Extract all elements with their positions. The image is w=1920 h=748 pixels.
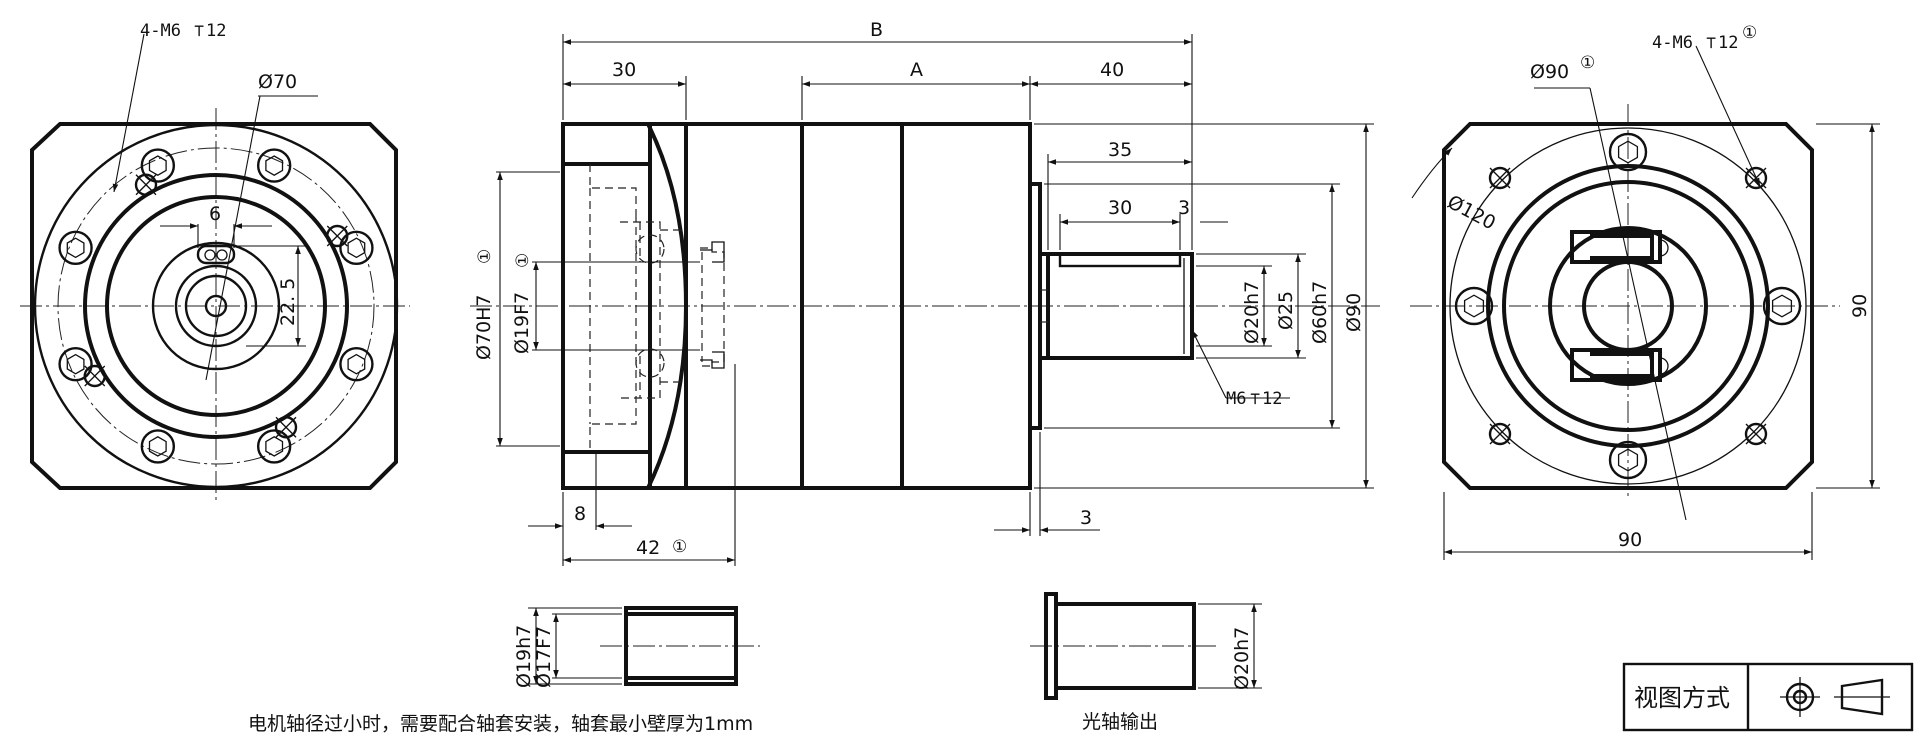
front-bolt-hole <box>339 230 374 266</box>
side-spigot-dia-label: Ø60h7 <box>1309 281 1331 344</box>
front-view-tapped-holes <box>83 173 349 439</box>
svg-text:①: ① <box>1742 23 1757 43</box>
sleeve-body <box>624 606 738 686</box>
rear-pcd-label: Ø90 <box>1530 61 1569 83</box>
rear-view-bore-ring <box>1548 226 1708 386</box>
sleeve-note: 电机轴径过小时，需要配合轴套安装，轴套最小壁厚为1mm <box>248 713 753 735</box>
svg-text:①: ① <box>475 249 495 264</box>
side-shaft-length-label: 40 <box>1100 59 1124 81</box>
side-view-hidden-lines <box>589 164 725 448</box>
rear-tapped-hole <box>1488 166 1512 190</box>
front-bolt-hole <box>140 429 176 464</box>
front-bolt-hole <box>256 148 292 183</box>
rear-bolt-hole <box>1762 286 1802 326</box>
front-view-spigot-outer <box>83 173 349 439</box>
rear-tapped-depth-label: 12 <box>1718 33 1738 53</box>
front-view-key <box>196 244 236 265</box>
front-bolt-hole <box>58 230 93 266</box>
rear-view-clamp-lower <box>1570 348 1662 382</box>
side-input-bore-label: Ø19F7 <box>511 292 533 354</box>
sleeve-detail: Ø19h7 Ø17F7 电机轴径过小时，需要配合轴套安装，轴套最小壁厚为1mm <box>248 606 760 735</box>
output-shaft-caption: 光轴输出 <box>1082 711 1158 733</box>
rear-tapped-holes-label: 4-M6 <box>1652 33 1693 53</box>
output-shaft-dia-label: Ø20h7 <box>1231 627 1253 690</box>
front-bolt-hole <box>256 429 292 464</box>
front-view-centerlines <box>20 108 410 500</box>
sleeve-inner-label: Ø17F7 <box>533 626 555 688</box>
svg-text:⊤: ⊤ <box>1706 33 1716 53</box>
rear-tapped-hole <box>1744 422 1768 446</box>
rear-view-flange-outline <box>1442 122 1814 490</box>
side-shoulder-dia-label: Ø25 <box>1275 291 1297 330</box>
side-flange-length-label: 30 <box>612 59 636 81</box>
front-view-bolt-circle-line <box>57 147 375 465</box>
rear-view-spigot-outer <box>1486 164 1770 448</box>
output-shaft-detail: Ø20h7 光轴输出 <box>1030 592 1262 733</box>
side-spigot-length-label: 3 <box>1080 507 1092 529</box>
projection-label: 视图方式 <box>1634 684 1730 712</box>
rear-view: Ø90 ① 4-M6 ⊤ 12 ① Ø120 90 90 <box>1410 23 1880 560</box>
front-key-height-label: 22. 5 <box>277 278 299 326</box>
side-thread-label: M6 <box>1226 389 1246 409</box>
front-tapped-hole <box>326 224 349 248</box>
side-thread-depth-label: 12 <box>1262 389 1282 409</box>
front-tapped-hole <box>134 173 158 196</box>
svg-text:①: ① <box>672 537 687 557</box>
rear-view-spigot-inner <box>1502 180 1754 432</box>
side-view: B 30 A 40 35 30 3 Ø70H7 ① Ø19F7 ① <box>470 19 1380 566</box>
side-lip-label: 8 <box>574 503 586 525</box>
front-view: 4-M6 ⊤ 12 Ø70 6 22. 5 <box>20 21 410 500</box>
side-view-key <box>1058 252 1182 268</box>
rear-view-bolt-holes <box>1454 132 1802 480</box>
front-bolt-hole <box>58 346 93 382</box>
rear-view-clamp-upper <box>1570 230 1662 264</box>
front-view-center-hole <box>204 294 228 318</box>
rear-height-label: 90 <box>1849 294 1871 318</box>
svg-text:①: ① <box>1580 53 1595 73</box>
side-shaft-dia-label: Ø20h7 <box>1241 281 1263 344</box>
front-view-flange-outline <box>30 122 398 490</box>
front-key-width-label: 6 <box>209 203 221 225</box>
side-shaft-35-label: 35 <box>1108 139 1132 161</box>
rear-width-label: 90 <box>1618 529 1642 551</box>
svg-text:⊤: ⊤ <box>194 21 204 41</box>
projection-symbol-box: 视图方式 <box>1622 662 1914 732</box>
rear-bolt-hole <box>1608 132 1648 172</box>
front-tapped-depth-label: 12 <box>206 21 226 41</box>
svg-text:⊤: ⊤ <box>1250 389 1260 409</box>
front-tapped-hole <box>83 364 106 388</box>
front-bolt-hole <box>339 346 374 382</box>
front-view-boss-outer <box>151 241 281 371</box>
front-view-bolt-holes <box>58 148 374 464</box>
front-view-shaft-outer <box>174 264 258 348</box>
front-tapped-hole <box>274 416 298 439</box>
side-overall-length-label: B <box>870 19 883 41</box>
rear-view-tapped-holes <box>1488 166 1768 446</box>
front-tapped-holes-label: 4-M6 <box>140 21 181 41</box>
svg-text:①: ① <box>513 253 533 268</box>
front-bolt-hole <box>140 148 176 183</box>
side-key-length-label: 30 <box>1108 197 1132 219</box>
front-view-shaft-inner <box>184 274 248 338</box>
side-flange-dia-label: Ø90 <box>1343 293 1365 332</box>
side-body-length-label: A <box>910 59 923 81</box>
rear-pcd2-label: Ø120 <box>1444 191 1500 234</box>
front-bolt-circle-label: Ø70 <box>258 71 297 93</box>
first-angle-projection-icon <box>1780 677 1890 717</box>
sleeve-outer-label: Ø19h7 <box>513 625 535 688</box>
side-pilot-label: Ø70H7 <box>473 294 495 360</box>
front-view-flange-circle <box>33 123 399 489</box>
rear-tapped-hole <box>1488 422 1512 446</box>
rear-view-outer-circle <box>1449 127 1807 485</box>
side-key-offset-label: 3 <box>1178 197 1190 219</box>
output-shaft-body <box>1054 602 1196 690</box>
side-input-depth-label: 42 <box>636 537 660 559</box>
rear-bolt-hole <box>1608 440 1648 480</box>
rear-bolt-hole <box>1454 286 1494 326</box>
front-view-spigot-inner <box>105 195 327 417</box>
